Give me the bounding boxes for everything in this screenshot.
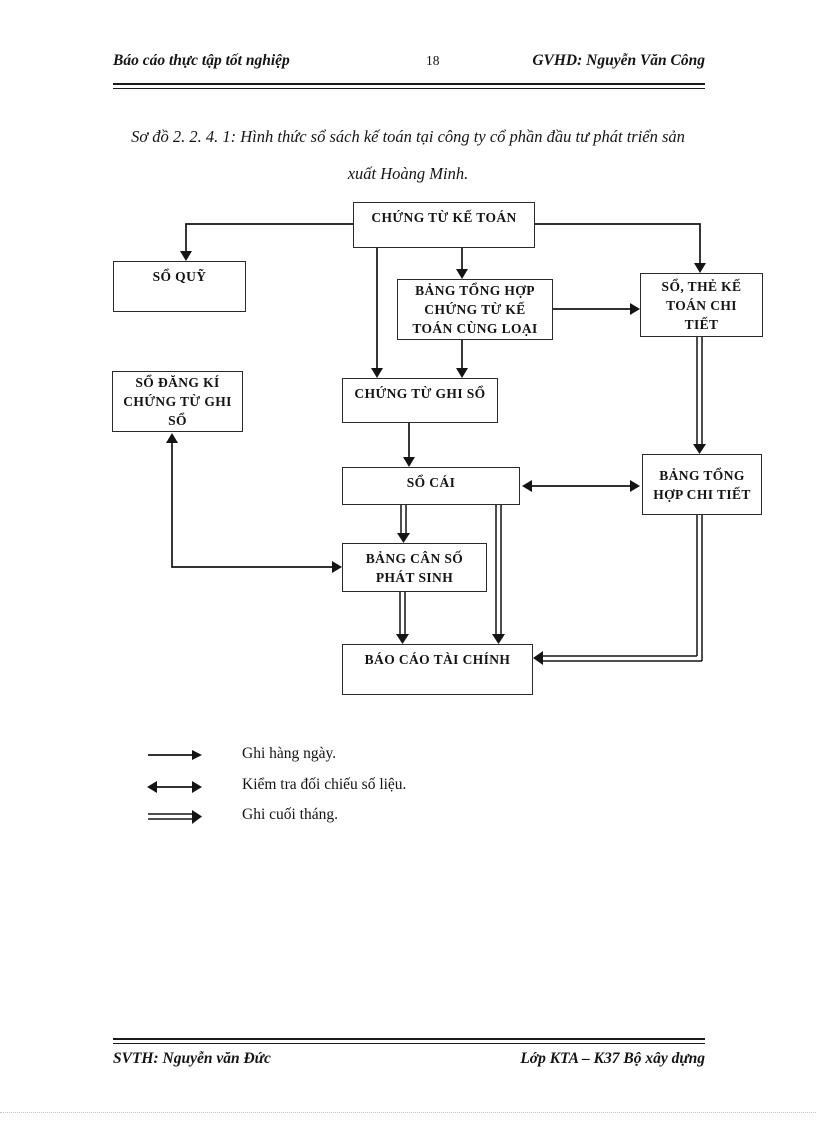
dline-bang-can-to-bao-cao <box>399 592 406 635</box>
flowchart-box-so-the-ke-toan-chi-tiet: SỔ, THẺ KẾ TOÁN CHI TIẾT <box>640 273 763 337</box>
dline-bth-chi-tiet-to-bao-cao <box>543 515 703 662</box>
arrow-so-dang-ki-bang-can-2way <box>171 443 332 568</box>
legend-double-line <box>148 813 192 820</box>
flowchart-box-bang-tong-hop-chung-tu: BẢNG TỔNG HỢP CHỨNG TỪ KẾ TOÁN CÙNG LOẠI <box>397 279 553 340</box>
flowchart-box-so-dang-ki-chung-tu-ghi-so: SỔ ĐĂNG KÍ CHỨNG TỪ GHI SỔ <box>112 371 243 432</box>
header-left-title: Báo cáo thực tập tốt nghiệp <box>113 52 290 69</box>
figure-caption-line2: xuất Hoàng Minh. <box>347 164 469 183</box>
flowchart-box-bang-tong-hop-chi-tiet: BẢNG TỔNG HỢP CHI TIẾT <box>642 454 762 515</box>
dline-so-cai-to-bang-can <box>400 505 407 534</box>
legend-label-check: Kiểm tra đối chiếu số liệu. <box>242 776 407 793</box>
flowchart-box-so-quy: SỔ QUỸ <box>113 261 246 312</box>
flowchart-box-bang-can-so-phat-sinh: BẢNG CÂN SỐ PHÁT SINH <box>342 543 487 592</box>
footer-right: Lớp KTA – K37 Bộ xây dựng <box>520 1050 705 1067</box>
flowchart-box-chung-tu-ke-toan: CHỨNG TỪ KẾ TOÁN <box>353 202 535 248</box>
figure-caption: Sơ đồ 2. 2. 4. 1: Hình thức sổ sách kế t… <box>48 118 768 192</box>
dline-so-the-to-bth-chi-tiet <box>696 337 703 445</box>
legend-label-monthend: Ghi cuối tháng. <box>242 806 338 823</box>
flowchart-box-bao-cao-tai-chinh: BÁO CÁO TÀI CHÍNH <box>342 644 533 695</box>
legend-label-daily: Ghi hàng ngày. <box>242 745 337 762</box>
flowchart-box-chung-tu-ghi-so: CHỨNG TỪ GHI SỔ <box>342 378 498 423</box>
footer-rule <box>113 1038 705 1044</box>
footer-left: SVTH: Nguyễn văn Đức <box>113 1050 271 1067</box>
arrow-ctkt-to-so-quy <box>185 223 353 251</box>
figure-caption-line1: Sơ đồ 2. 2. 4. 1: Hình thức sổ sách kế t… <box>131 127 685 146</box>
flowchart-box-so-cai: SỔ CÁI <box>342 467 520 505</box>
header-rule <box>113 83 705 89</box>
dline-so-cai-to-bao-cao <box>495 505 502 635</box>
arrow-ctkt-to-so-the <box>535 223 701 263</box>
page-number: 18 <box>426 53 440 68</box>
page-bottom-dotted-line <box>0 1112 816 1113</box>
header-right-title: GVHD: Nguyễn Văn Công <box>532 52 705 69</box>
